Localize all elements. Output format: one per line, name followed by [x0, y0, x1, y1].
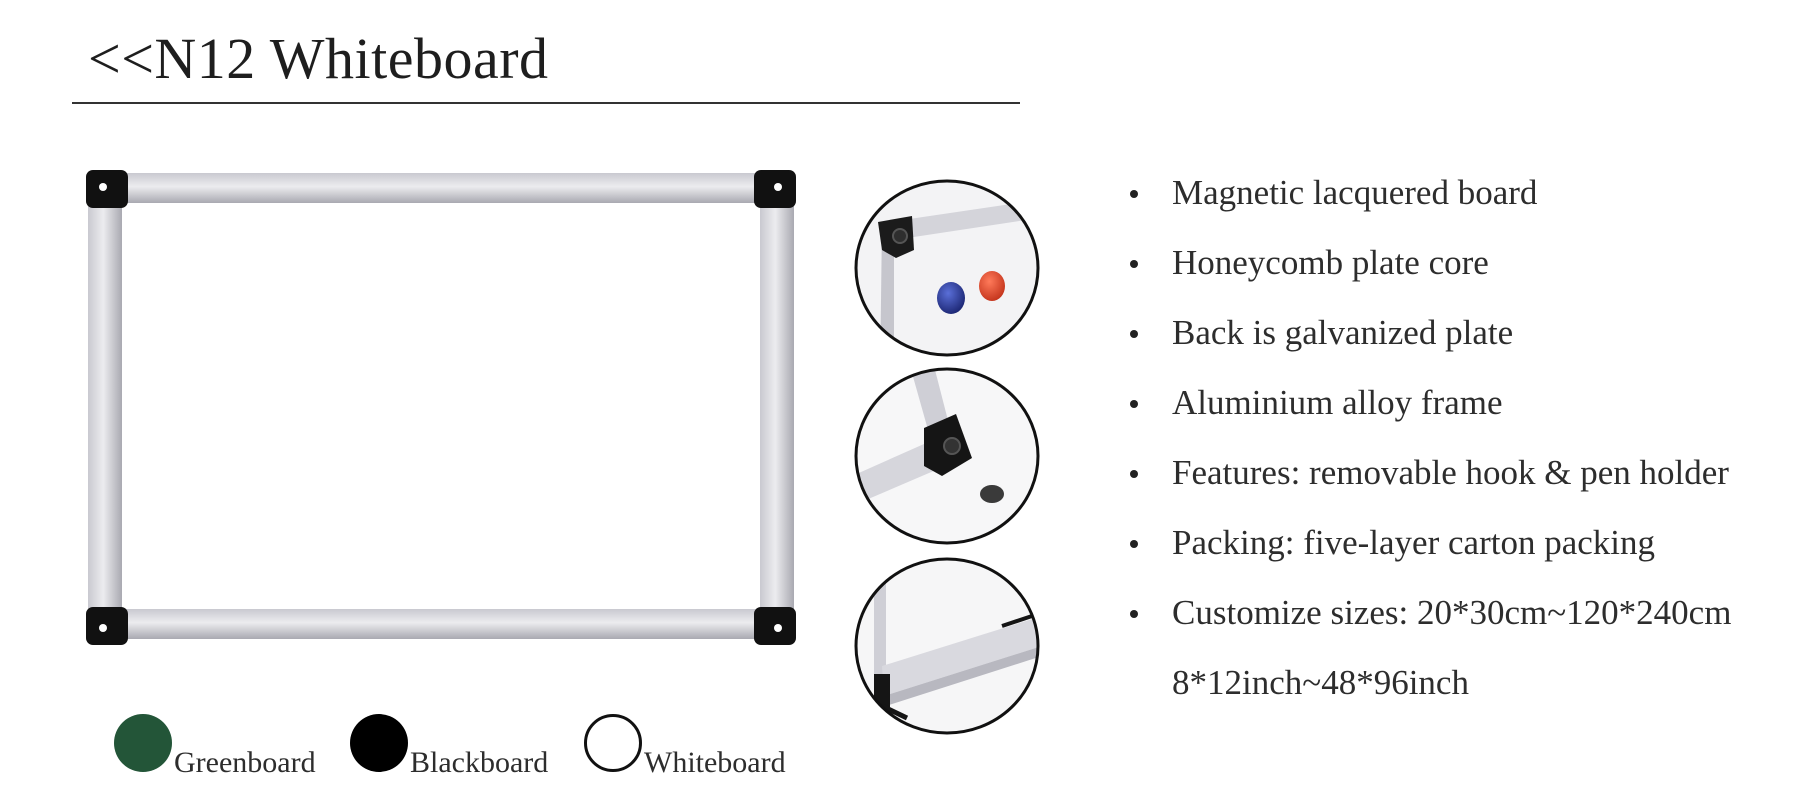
page-title: <<N12 Whiteboard — [88, 26, 549, 91]
color-option-label: Greenboard — [174, 746, 316, 779]
feature-item: Features: removable hook & pen holder — [1120, 438, 1731, 508]
whiteboard-swatch — [584, 714, 642, 772]
corner-bracket-bottom-right — [754, 607, 796, 645]
feature-item: Aluminium alloy frame — [1120, 368, 1731, 438]
color-option-label: Whiteboard — [644, 746, 786, 779]
frame-left — [88, 195, 122, 620]
blackboard-swatch — [350, 714, 408, 772]
feature-item: Magnetic lacquered board — [1120, 158, 1731, 228]
bullet-icon — [1130, 540, 1138, 548]
feature-item: Honeycomb plate core — [1120, 228, 1731, 298]
detail-image-magnets — [852, 178, 1042, 358]
corner-bracket-bottom-left — [86, 607, 128, 645]
color-option-label: Blackboard — [410, 746, 549, 779]
corner-bracket-top-left — [86, 170, 128, 208]
feature-item: Packing: five-layer carton packing — [1120, 508, 1731, 578]
feature-list: Magnetic lacquered board Honeycomb plate… — [1120, 158, 1731, 718]
frame-bottom — [116, 609, 766, 639]
whiteboard-product-image — [86, 170, 796, 650]
feature-item: Customize sizes: 20*30cm~120*240cm — [1120, 578, 1731, 648]
corner-bracket-top-right — [754, 170, 796, 208]
detail-image-corner — [852, 366, 1042, 546]
greenboard-swatch — [114, 714, 172, 772]
detail-image-pen-tray — [852, 556, 1042, 736]
feature-item: Back is galvanized plate — [1120, 298, 1731, 368]
feature-item-continuation: 8*12inch~48*96inch — [1172, 663, 1469, 702]
frame-top — [116, 173, 766, 203]
bullet-icon — [1130, 260, 1138, 268]
bullet-icon — [1130, 470, 1138, 478]
bullet-icon — [1130, 330, 1138, 338]
bullet-icon — [1130, 190, 1138, 198]
bullet-icon — [1130, 400, 1138, 408]
frame-right — [760, 195, 794, 620]
title-underline — [72, 102, 1020, 104]
bullet-icon — [1130, 610, 1138, 618]
